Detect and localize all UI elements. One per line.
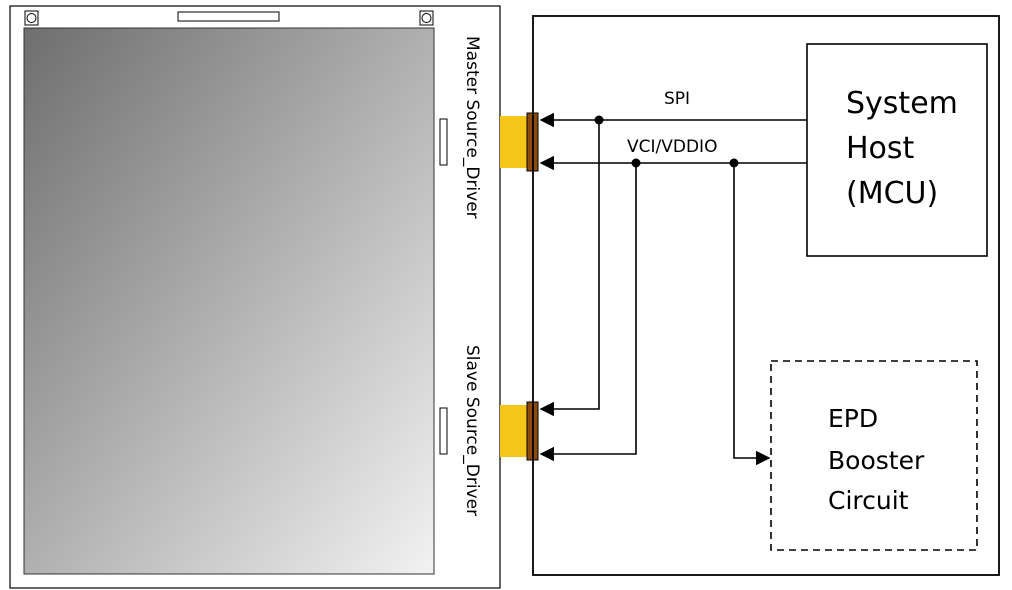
signal-wiring <box>539 112 807 466</box>
booster-line1: EPD <box>828 404 878 433</box>
spi-label: SPI <box>664 89 690 109</box>
controller-board <box>532 15 1000 576</box>
epd-panel: Master Source_Driver Slave Source_Driver <box>9 5 501 589</box>
slave-driver-chip <box>439 407 448 455</box>
system-host-line1: System <box>846 86 958 121</box>
power-junction-1 <box>631 158 641 168</box>
booster-circuit-box: EPD Booster Circuit <box>770 360 978 551</box>
power-label: VCI/VDDIO <box>627 137 717 157</box>
corner-mark-right <box>419 10 434 26</box>
master-driver-chip <box>439 118 448 166</box>
top-gate-driver-chip <box>177 11 280 22</box>
system-host-line2: Host <box>846 131 915 166</box>
spi-line-slave <box>539 120 600 417</box>
corner-mark-left <box>24 10 39 26</box>
master-driver-label: Master Source_Driver <box>462 36 482 219</box>
power-line-slave <box>539 163 637 462</box>
power-junction-2 <box>729 158 739 168</box>
spi-junction <box>594 115 604 125</box>
booster-line2: Booster <box>828 446 925 475</box>
power-line-booster <box>733 163 771 466</box>
system-host-box: System Host (MCU) <box>806 43 988 257</box>
system-host-line3: (MCU) <box>846 176 938 211</box>
active-display-area <box>23 27 435 575</box>
booster-line3: Circuit <box>828 486 909 515</box>
slave-driver-label: Slave Source_Driver <box>462 345 482 516</box>
